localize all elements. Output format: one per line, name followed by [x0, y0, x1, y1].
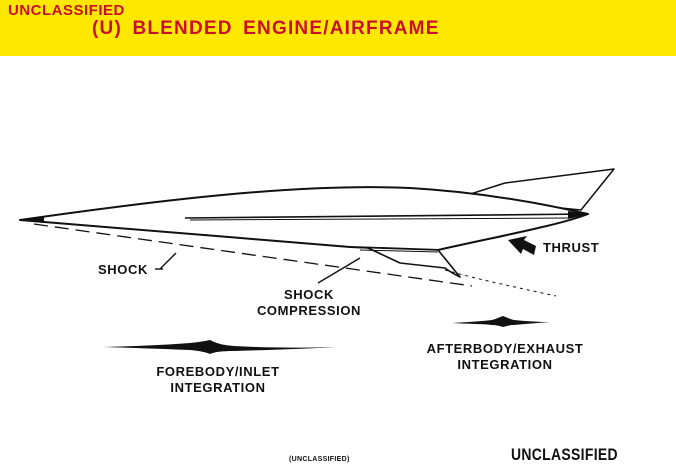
shock-compression-label-line2: COMPRESSION: [256, 303, 362, 318]
header-banner: UNCLASSIFIED (U) BLENDED ENGINE/AIRFRAME: [0, 0, 676, 56]
forebody-integration-brace: [102, 340, 336, 354]
classification-marking-top: UNCLASSIFIED: [8, 2, 125, 19]
shock-leader-line: [159, 252, 177, 270]
forebody-inlet-label-line2: INTEGRATION: [170, 380, 266, 395]
exhaust-plume-line: [444, 269, 557, 297]
nose-tip: [20, 216, 44, 223]
stripe-line-upper: [184, 213, 589, 219]
tail-tip: [568, 211, 590, 219]
shock-compression-leader-line: [317, 257, 361, 284]
thrust-arrow-icon: [508, 236, 536, 255]
afterbody-integration-brace: [452, 316, 550, 327]
page-title: (U) BLENDED ENGINE/AIRFRAME: [92, 18, 440, 39]
footer-marking-small: (UNCLASSIFIED): [289, 456, 350, 463]
shock-line: [33, 223, 473, 287]
stripe-line-lower: [189, 217, 571, 221]
afterbody-exhaust-label: AFTERBODY/EXHAUST INTEGRATION: [418, 341, 592, 373]
afterbody-exhaust-label-line1: AFTERBODY/EXHAUST: [426, 341, 584, 356]
engine-inner-line: [359, 249, 439, 253]
forebody-inlet-label: FOREBODY/INLET INTEGRATION: [146, 364, 290, 396]
forebody-inlet-label-line1: FOREBODY/INLET: [156, 364, 280, 379]
shock-compression-label: SHOCK COMPRESSION: [253, 287, 365, 319]
engine-module: [349, 246, 461, 278]
shock-label: SHOCK: [98, 262, 148, 277]
classification-marking-bottom: UNCLASSIFIED: [511, 445, 618, 464]
thrust-label: THRUST: [543, 240, 600, 255]
shock-compression-label-line1: SHOCK: [284, 287, 334, 302]
afterbody-exhaust-label-line2: INTEGRATION: [457, 357, 553, 372]
